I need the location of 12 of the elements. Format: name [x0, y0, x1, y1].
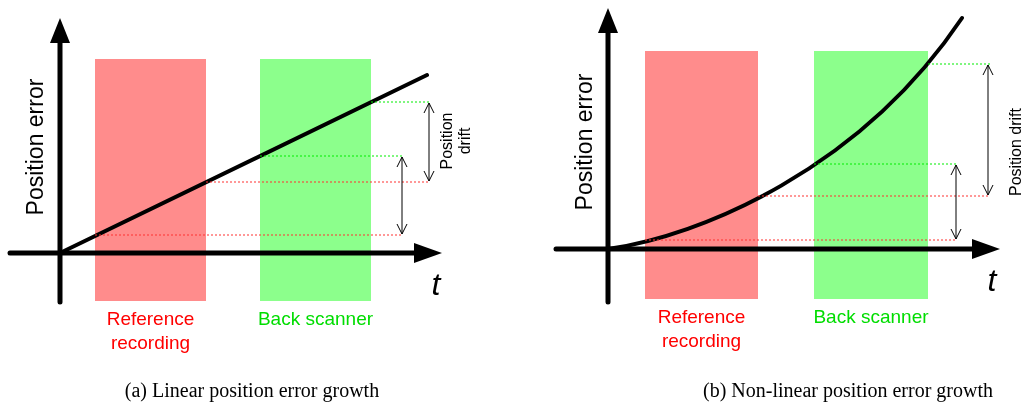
band-label: Back scanner	[256, 307, 375, 331]
drift-label: Position drift	[1006, 108, 1025, 196]
drift-label: Position drift	[438, 111, 474, 172]
subfigure-caption: (b) Non-linear position error growth	[703, 378, 993, 404]
band-label: Reference recording	[656, 305, 747, 353]
subfigure-caption: (a) Linear position error growth	[124, 378, 380, 404]
band-label: Back scanner	[812, 305, 930, 329]
band-label: Reference recording	[105, 307, 196, 355]
axis-title: t	[431, 265, 441, 304]
axis-title: Position error	[20, 78, 49, 216]
axis-title: Position error	[569, 73, 598, 211]
axis-title: t	[987, 261, 997, 300]
